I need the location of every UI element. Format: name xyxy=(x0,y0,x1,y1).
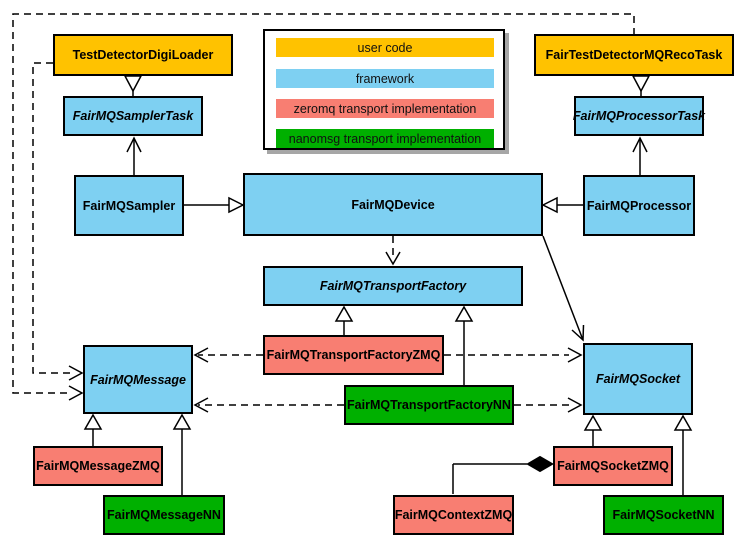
edge-inheritance-processor-device xyxy=(541,196,583,214)
edge-inheritance-recotask-processortask xyxy=(631,75,651,96)
class-fairmqtransportfactorynn: FairMQTransportFactoryNN xyxy=(344,385,514,425)
edge-processor-to-processortask xyxy=(632,136,648,175)
edge-factorynn-to-socket-dashed xyxy=(514,397,583,413)
edge-device-to-factory-dashed xyxy=(385,236,401,266)
legend-item-framework: framework xyxy=(276,69,494,88)
class-fairmqsampler: FairMQSampler xyxy=(74,175,184,236)
class-fairmqmessage: FairMQMessage xyxy=(83,345,193,414)
class-fairmqmessagenn: FairMQMessageNN xyxy=(103,495,225,535)
edge-inheritance-messagezmq-message xyxy=(83,413,103,446)
edge-inheritance-factoryzmq-factory xyxy=(334,305,354,335)
class-fairmqcontextzmq: FairMQContextZMQ xyxy=(393,495,514,535)
edge-factorynn-to-message-dashed xyxy=(193,397,344,413)
edge-inheritance-socketnn-socket xyxy=(673,414,693,495)
class-fairmqsocketnn: FairMQSocketNN xyxy=(603,495,724,535)
legend-item-user-code: user code xyxy=(276,38,494,57)
edge-factoryzmq-to-message-dashed xyxy=(193,347,263,363)
edge-factoryzmq-to-socket-dashed xyxy=(444,347,583,363)
edge-sampler-to-samplertask xyxy=(126,136,142,175)
class-fairmqdevice: FairMQDevice xyxy=(243,173,543,236)
class-testdetectordigiloader: TestDetectorDigiLoader xyxy=(53,34,233,76)
class-fairmqsocket: FairMQSocket xyxy=(583,343,693,415)
edge-recotask-to-message-dashed xyxy=(12,13,635,401)
class-fairmqprocessor: FairMQProcessor xyxy=(583,175,695,236)
class-fairmqsocketzmq: FairMQSocketZMQ xyxy=(553,446,673,486)
edge-digiloader-to-message-dashed xyxy=(32,62,84,381)
edge-inheritance-messagenn-message xyxy=(172,413,192,495)
legend-item-nanomsg: nanomsg transport implementation xyxy=(276,129,494,148)
class-fairmqmessagezmq: FairMQMessageZMQ xyxy=(33,446,163,486)
edge-inheritance-factorynn-factory xyxy=(454,305,474,385)
legend: user code framework zeromq transport imp… xyxy=(263,29,505,150)
edge-inheritance-digiloader-samplertask xyxy=(123,75,143,96)
edge-inheritance-socketzmq-socket xyxy=(583,414,603,446)
edge-inheritance-sampler-device xyxy=(184,196,245,214)
class-fairmqtransportfactory: FairMQTransportFactory xyxy=(263,266,523,306)
legend-item-zeromq: zeromq transport implementation xyxy=(276,99,494,118)
class-fairmqsamplertask: FairMQSamplerTask xyxy=(63,96,203,136)
edge-device-to-socket xyxy=(542,235,585,342)
edge-composition-socketzmq-contextzmq xyxy=(452,455,555,494)
class-fairmqprocessortask: FairMQProcessorTask xyxy=(573,96,705,136)
class-fairmqtransportfactoryzmq: FairMQTransportFactoryZMQ xyxy=(263,335,444,375)
class-fairtestdetectormqrecotask: FairTestDetectorMQRecoTask xyxy=(534,34,734,76)
